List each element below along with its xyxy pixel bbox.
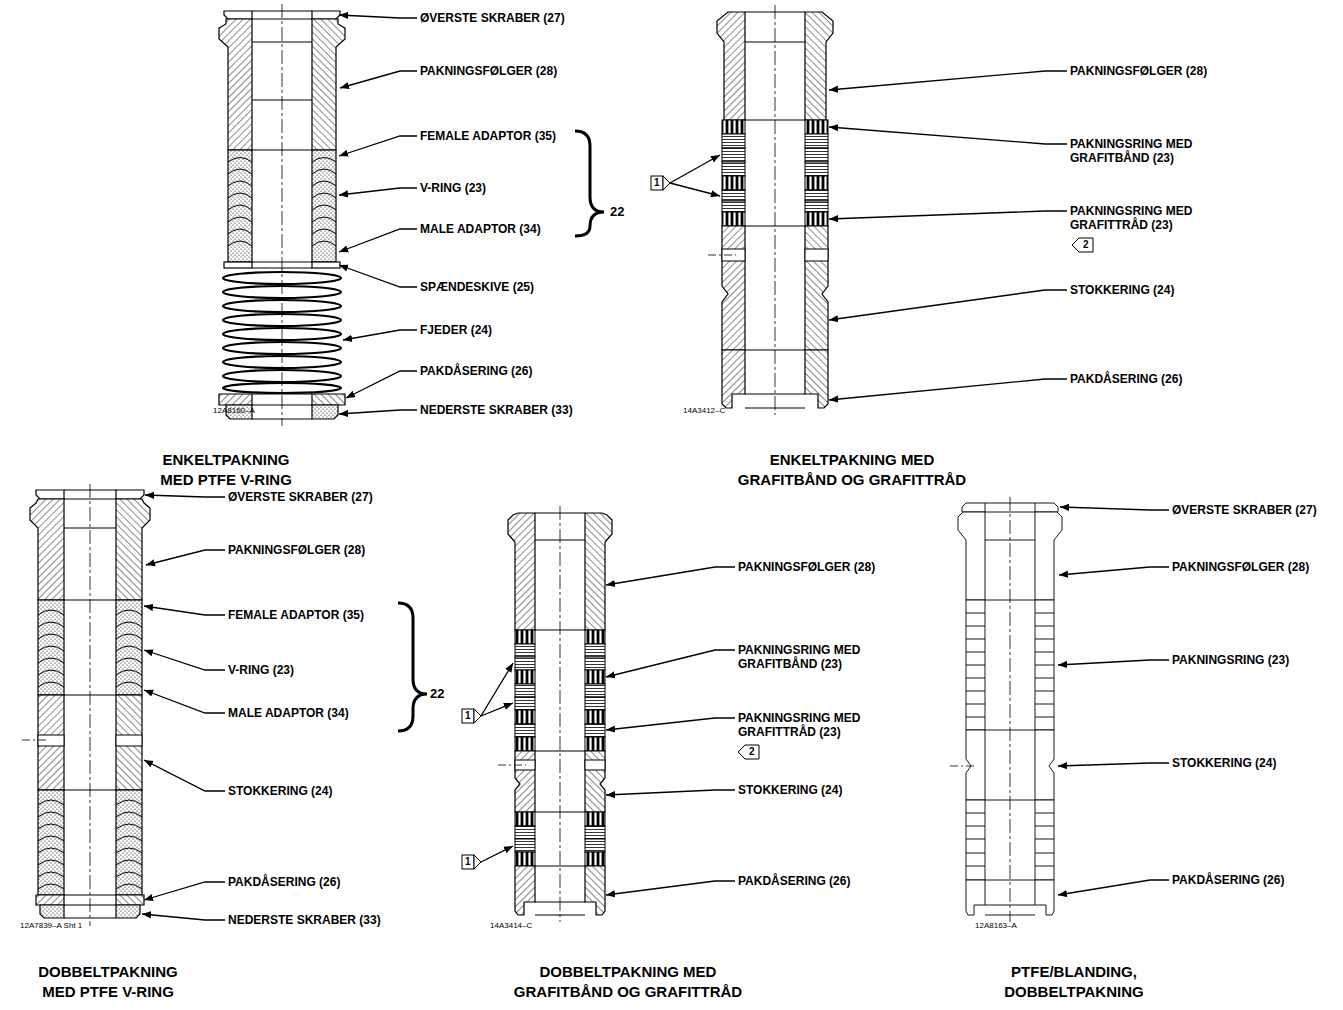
callout-number: 1 — [465, 856, 471, 868]
drawing-number: 12A8160–A — [213, 406, 255, 416]
reference-number: 22 — [610, 204, 624, 220]
drawing-number: 14A3412–C — [683, 406, 725, 416]
double-graphite-packing — [462, 506, 759, 922]
leader-lines — [481, 567, 735, 895]
figure-caption: PTFE/BLANDING, DOBBELTPAKNING — [999, 962, 1149, 1002]
figure-caption: DOBBELTPAKNING MED GRAFITBÅND OG GRAFITT… — [508, 962, 748, 1002]
single-ptfe-packing — [219, 4, 604, 426]
part-label: PAKDÅSERING (26) — [1070, 372, 1182, 386]
part-label: PAKDÅSERING (26) — [738, 874, 850, 888]
part-label: ØVERSTE SKRABER (27) — [228, 490, 373, 504]
part-label: STOKKERING (24) — [228, 784, 332, 798]
figure-caption: ENKELTPAKNING MED GRAFITBÅND OG GRAFITTR… — [732, 450, 972, 490]
part-label: PAKNINGSRING MED GRAFITTRÅD (23) — [738, 711, 888, 739]
double-ptfe-packing — [22, 484, 427, 926]
part-label: SPÆNDESKIVE (25) — [420, 280, 534, 294]
part-label: MALE ADAPTOR (34) — [228, 706, 349, 720]
callout-number: 2 — [1083, 239, 1089, 251]
leader-lines — [670, 71, 1067, 400]
part-label: STOKKERING (24) — [1070, 283, 1174, 297]
part-label: FJEDER (24) — [420, 323, 492, 337]
leader-lines — [142, 495, 225, 920]
part-label: PAKNINGSFØLGER (28) — [1172, 560, 1309, 574]
part-label: V-RING (23) — [228, 663, 294, 677]
part-label: PAKNINGSFØLGER (28) — [1070, 64, 1207, 78]
drawing-number: 14A3414–C — [490, 921, 532, 931]
ptfe-composite-double-packing — [950, 497, 1062, 922]
part-label: NEDERSTE SKRABER (33) — [228, 913, 381, 927]
callout-number: 1 — [654, 177, 660, 189]
part-label: STOKKERING (24) — [1172, 756, 1276, 770]
part-label: PAKDÅSERING (26) — [1172, 873, 1284, 887]
part-label: PAKNINGSRING MED GRAFITBÅND (23) — [1070, 137, 1220, 165]
part-label: PAKDÅSERING (26) — [420, 364, 532, 378]
part-label: PAKNINGSRING MED GRAFITBÅND (23) — [738, 643, 888, 671]
callout-number: 1 — [465, 710, 471, 722]
part-label: ØVERSTE SKRABER (27) — [1172, 503, 1317, 517]
part-label: PAKNINGSRING MED GRAFITTRÅD (23) — [1070, 204, 1220, 232]
part-label: V-RING (23) — [420, 181, 486, 195]
part-label: PAKNINGSRING (23) — [1172, 653, 1289, 667]
reference-number: 22 — [430, 686, 444, 702]
drawing-number: 12A7839–A Sht 1 — [20, 921, 82, 931]
part-label: ØVERSTE SKRABER (27) — [420, 11, 565, 25]
part-label: FEMALE ADAPTOR (35) — [228, 608, 364, 622]
single-graphite-packing — [651, 5, 1093, 415]
callout-number: 2 — [749, 746, 755, 758]
part-label: PAKNINGSFØLGER (28) — [738, 560, 875, 574]
leader-lines — [1058, 507, 1169, 895]
part-label: PAKNINGSFØLGER (28) — [228, 543, 365, 557]
part-label: NEDERSTE SKRABER (33) — [420, 403, 573, 417]
figure-caption: ENKELTPAKNING MED PTFE V-RING — [151, 450, 301, 490]
part-label: STOKKERING (24) — [738, 783, 842, 797]
part-label: MALE ADAPTOR (34) — [420, 222, 541, 236]
part-label: FEMALE ADAPTOR (35) — [420, 129, 556, 143]
drawing-number: 12A8163–A — [975, 921, 1017, 931]
figure-caption: DOBBELTPAKNING MED PTFE V-RING — [33, 962, 183, 1002]
part-label: PAKDÅSERING (26) — [228, 875, 340, 889]
part-label: PAKNINGSFØLGER (28) — [420, 64, 557, 78]
leader-lines — [339, 15, 417, 414]
